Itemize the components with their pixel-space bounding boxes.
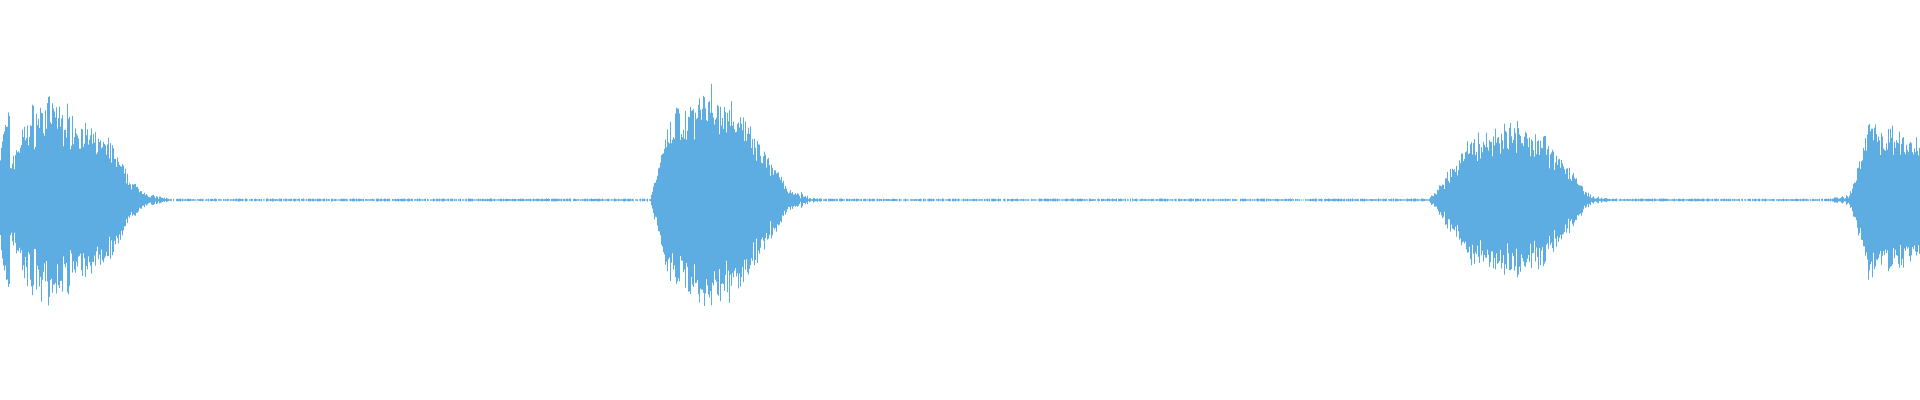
waveform-samples [0,83,1920,306]
